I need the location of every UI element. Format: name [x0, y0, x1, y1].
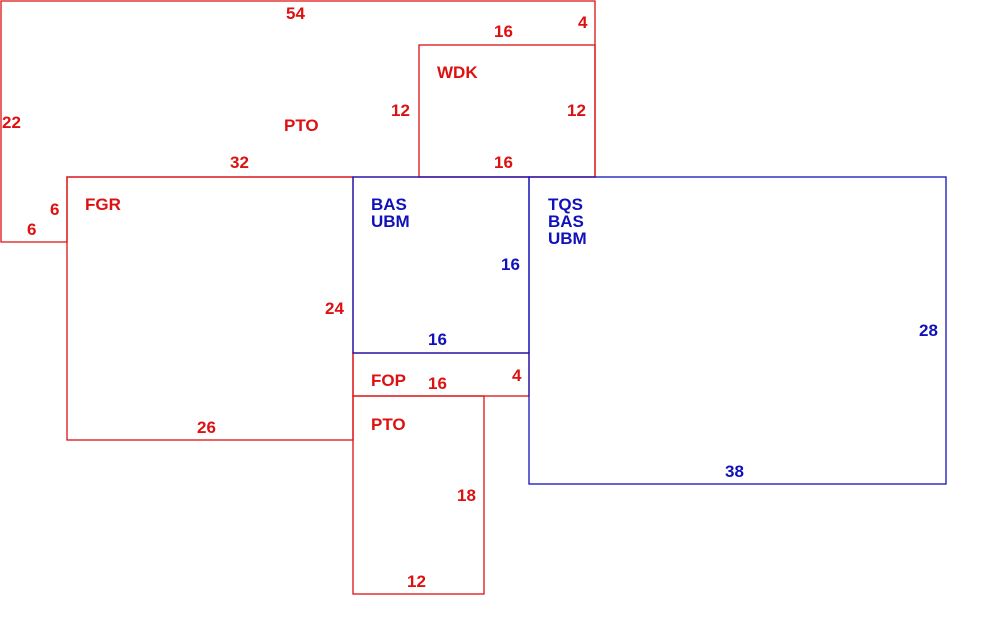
dim-label: 26: [197, 418, 216, 437]
room-label-fgr: FGR: [85, 195, 121, 214]
dim-label: 16: [494, 153, 513, 172]
dim-label: 16: [428, 330, 447, 349]
dim-label: 16: [428, 374, 447, 393]
room-label-wdk: WDK: [437, 63, 478, 82]
room-outline-fgr: [66, 176, 354, 441]
dim-label: 38: [725, 462, 744, 481]
dim-label: 22: [2, 113, 21, 132]
dim-label: 18: [457, 486, 476, 505]
room-label-ubm: UBM: [371, 212, 410, 231]
dim-label: 16: [494, 22, 513, 41]
dim-label: 6: [27, 220, 36, 239]
dim-label: 12: [391, 101, 410, 120]
dim-label: 4: [512, 366, 522, 385]
room-label-tqs: TQS: [548, 195, 583, 214]
dim-label: 4: [578, 13, 588, 32]
room-label-pto-bottom: PTO: [371, 415, 406, 434]
dim-label: 12: [567, 101, 586, 120]
dim-label: 16: [501, 255, 520, 274]
dim-label: 6: [50, 200, 59, 219]
dim-label: 54: [286, 4, 305, 23]
room-outline-pto-bottom: [352, 395, 485, 595]
room-outline-tqs: [528, 176, 947, 485]
dim-label: 28: [919, 321, 938, 340]
dim-label: 24: [325, 299, 344, 318]
dim-label: 32: [230, 153, 249, 172]
room-label-bas: BAS: [371, 195, 407, 214]
dim-label: 12: [407, 572, 426, 591]
room-label-fop: FOP: [371, 371, 406, 390]
room-label-ubm: UBM: [548, 229, 587, 248]
room-label-pto-top: PTO: [284, 116, 319, 135]
room-label-bas: BAS: [548, 212, 584, 231]
